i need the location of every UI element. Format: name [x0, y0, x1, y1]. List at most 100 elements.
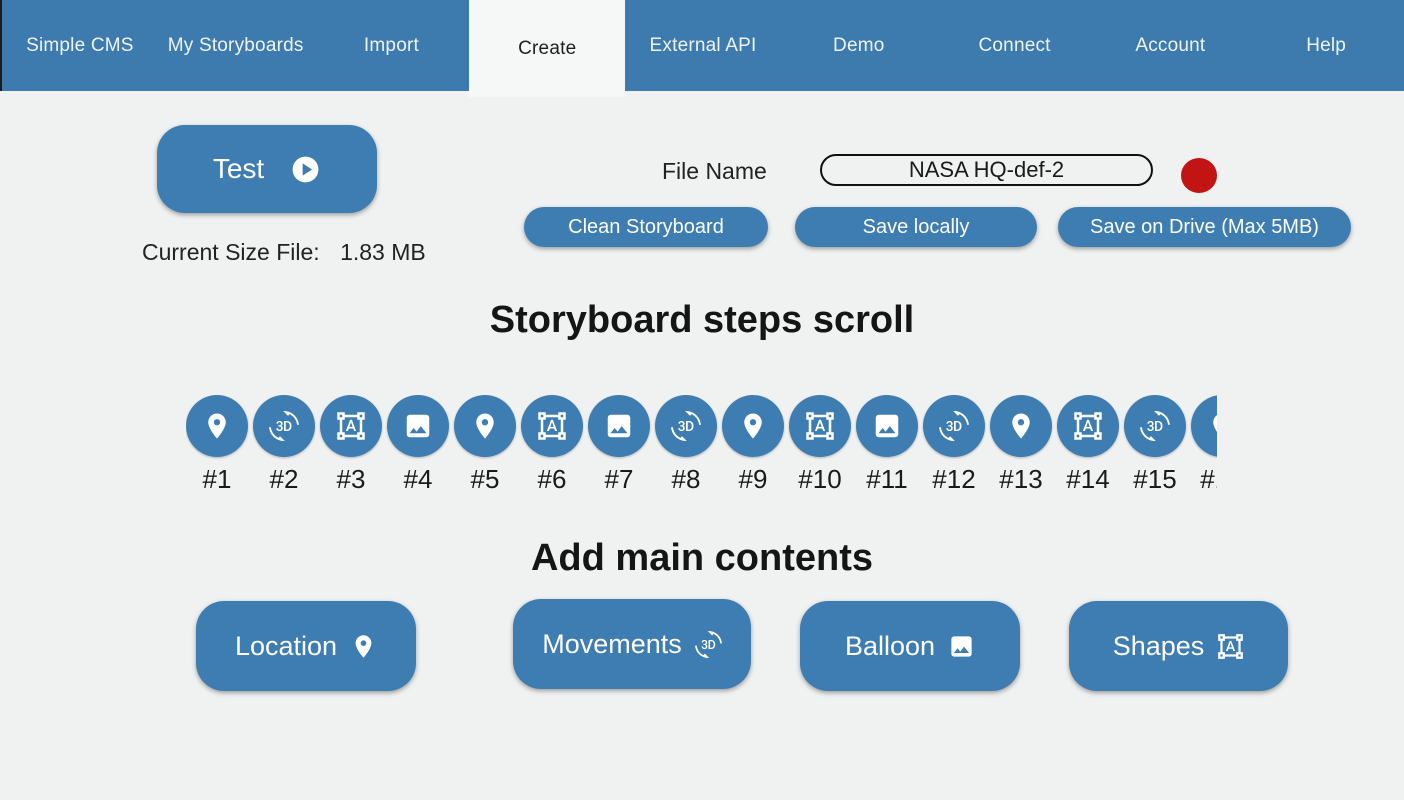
- step-circle[interactable]: [387, 395, 449, 457]
- storyboard-step[interactable]: #2: [253, 395, 315, 495]
- step-circle[interactable]: [923, 395, 985, 457]
- step-circle[interactable]: [454, 395, 516, 457]
- nav-item-my-storyboards[interactable]: My Storyboards: [167, 34, 304, 56]
- clean-storyboard-button[interactable]: Clean Storyboard: [524, 207, 768, 247]
- step-label: #15: [1133, 464, 1177, 494]
- step-label: #7: [604, 464, 634, 494]
- step-circle[interactable]: [320, 395, 382, 457]
- step-circle[interactable]: [1057, 395, 1119, 457]
- storyboard-steps-scroll[interactable]: #1 #2 #3 #4 #5 #6 #7: [186, 395, 1217, 495]
- step-label: #13: [999, 464, 1043, 494]
- top-nav-bar: Simple CMS My Storyboards Import Create …: [0, 0, 1404, 97]
- movements-button-label: Movements: [542, 628, 682, 659]
- step-label: #2: [269, 464, 299, 494]
- shapes-icon: [336, 411, 366, 441]
- nav-item-create[interactable]: Create: [469, 0, 626, 97]
- add-main-contents-title: Add main contents: [530, 537, 874, 579]
- storyboard-step[interactable]: #1: [186, 395, 248, 495]
- 3d-rotation-icon: [269, 411, 299, 441]
- current-file-size: Current Size File: 1.83 MB: [142, 239, 426, 266]
- movements-button[interactable]: Movements: [513, 599, 751, 689]
- nav-item-external-api[interactable]: External API: [649, 34, 757, 56]
- save-locally-button[interactable]: Save locally: [795, 207, 1037, 247]
- step-label: #14: [1066, 464, 1110, 494]
- record-status-dot: [1181, 158, 1217, 193]
- shapes-icon: [1217, 633, 1244, 660]
- location-icon: [738, 411, 768, 441]
- storyboard-step[interactable]: #16: [1191, 395, 1217, 495]
- play-circle-icon: [290, 154, 321, 185]
- step-label: #5: [470, 464, 500, 494]
- 3d-rotation-icon: [939, 411, 969, 441]
- step-label: #3: [336, 464, 366, 494]
- step-label: #16: [1200, 464, 1217, 494]
- storyboard-steps-title: Storyboard steps scroll: [489, 299, 915, 341]
- location-icon: [202, 411, 232, 441]
- test-button-label: Test: [212, 153, 265, 184]
- location-icon: [350, 633, 377, 660]
- step-label: #1: [202, 464, 232, 494]
- step-circle[interactable]: [1124, 395, 1186, 457]
- step-circle[interactable]: [521, 395, 583, 457]
- step-circle[interactable]: [990, 395, 1052, 457]
- shapes-button[interactable]: Shapes: [1069, 601, 1288, 691]
- step-circle[interactable]: [186, 395, 248, 457]
- step-circle[interactable]: [253, 395, 315, 457]
- storyboard-step[interactable]: #12: [923, 395, 985, 495]
- save-on-drive-button[interactable]: Save on Drive (Max 5MB): [1058, 207, 1351, 247]
- step-label: #10: [798, 464, 842, 494]
- shapes-icon: [537, 411, 567, 441]
- step-circle[interactable]: [1191, 395, 1217, 457]
- nav-item-demo[interactable]: Demo: [833, 34, 885, 56]
- step-label: #4: [403, 464, 433, 494]
- storyboard-step[interactable]: #10: [789, 395, 851, 495]
- storyboard-step[interactable]: #7: [588, 395, 650, 495]
- storyboard-step[interactable]: #4: [387, 395, 449, 495]
- nav-item-simple-cms[interactable]: Simple CMS: [26, 34, 134, 56]
- storyboard-step[interactable]: #14: [1057, 395, 1119, 495]
- storyboard-step[interactable]: #5: [454, 395, 516, 495]
- current-file-size-label: Current Size File:: [142, 239, 320, 265]
- storyboard-step[interactable]: #8: [655, 395, 717, 495]
- location-icon: [1207, 411, 1217, 441]
- nav-item-connect[interactable]: Connect: [978, 34, 1051, 56]
- step-label: #12: [932, 464, 976, 494]
- balloon-button[interactable]: Balloon: [800, 601, 1020, 691]
- step-label: #9: [738, 464, 768, 494]
- storyboard-step[interactable]: #6: [521, 395, 583, 495]
- step-label: #11: [866, 464, 908, 494]
- location-icon: [1006, 411, 1036, 441]
- storyboard-step[interactable]: #15: [1124, 395, 1186, 495]
- nav-item-import[interactable]: Import: [363, 34, 419, 56]
- shapes-icon: [805, 411, 835, 441]
- storyboard-step[interactable]: #11: [856, 395, 918, 495]
- balloon-button-label: Balloon: [844, 630, 936, 661]
- test-button[interactable]: Test: [157, 125, 377, 213]
- location-icon: [470, 411, 500, 441]
- step-circle[interactable]: [655, 395, 717, 457]
- step-circle[interactable]: [856, 395, 918, 457]
- step-circle[interactable]: [789, 395, 851, 457]
- step-circle[interactable]: [588, 395, 650, 457]
- storyboard-step[interactable]: #13: [990, 395, 1052, 495]
- step-label: #8: [671, 464, 701, 494]
- location-button[interactable]: Location: [196, 601, 416, 691]
- location-button-label: Location: [234, 630, 338, 661]
- image-icon: [948, 633, 975, 660]
- file-name-input[interactable]: [820, 154, 1153, 186]
- 3d-rotation-icon: [671, 411, 701, 441]
- image-icon: [403, 411, 433, 441]
- storyboard-step[interactable]: #3: [320, 395, 382, 495]
- nav-item-account[interactable]: Account: [1135, 34, 1206, 56]
- shapes-button-label: Shapes: [1112, 630, 1205, 661]
- shapes-icon: [1073, 411, 1103, 441]
- nav-item-help[interactable]: Help: [1306, 34, 1347, 56]
- file-name-label: File Name: [662, 158, 767, 184]
- step-circle[interactable]: [722, 395, 784, 457]
- 3d-rotation-icon: [694, 630, 722, 658]
- storyboard-step[interactable]: #9: [722, 395, 784, 495]
- 3d-rotation-icon: [1140, 411, 1170, 441]
- current-file-size-value: 1.83 MB: [340, 239, 426, 265]
- image-icon: [604, 411, 634, 441]
- step-label: #6: [537, 464, 567, 494]
